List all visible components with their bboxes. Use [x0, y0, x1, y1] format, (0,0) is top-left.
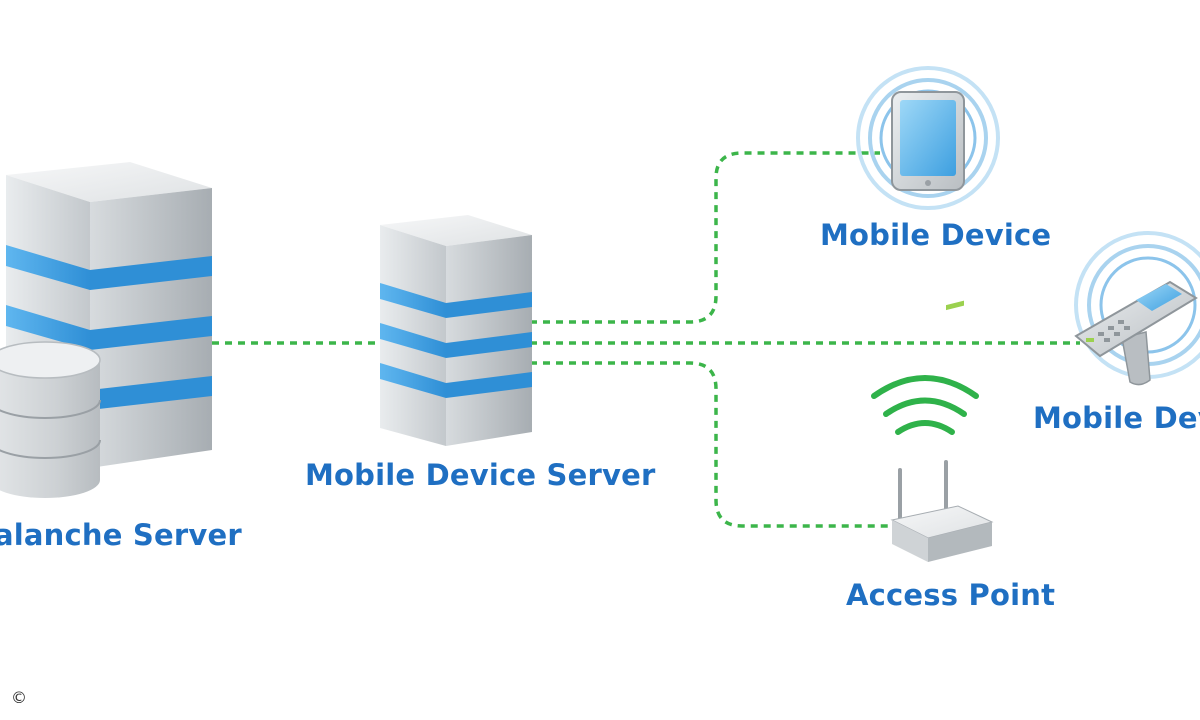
- link-mds-to-tablet: [530, 151, 880, 324]
- avalanche-server-label: alanche Server: [0, 518, 242, 552]
- mobile-device-server-label: Mobile Device Server: [305, 458, 656, 492]
- handheld-scanner-icon: [1074, 231, 1200, 386]
- copyright-mark: ©: [11, 688, 27, 707]
- links: [212, 151, 1080, 528]
- wifi-router-icon: [871, 300, 994, 562]
- mobile-device-handheld-label: Mobile Dev: [1033, 401, 1200, 435]
- mobile-device-server-icon: [380, 215, 532, 446]
- database-icon: [0, 341, 101, 498]
- access-point-label: Access Point: [846, 578, 1056, 612]
- link-mds-to-access-point: [530, 361, 893, 528]
- tablet-icon: [856, 66, 1000, 210]
- mobile-device-tablet-label: Mobile Device: [820, 218, 1052, 252]
